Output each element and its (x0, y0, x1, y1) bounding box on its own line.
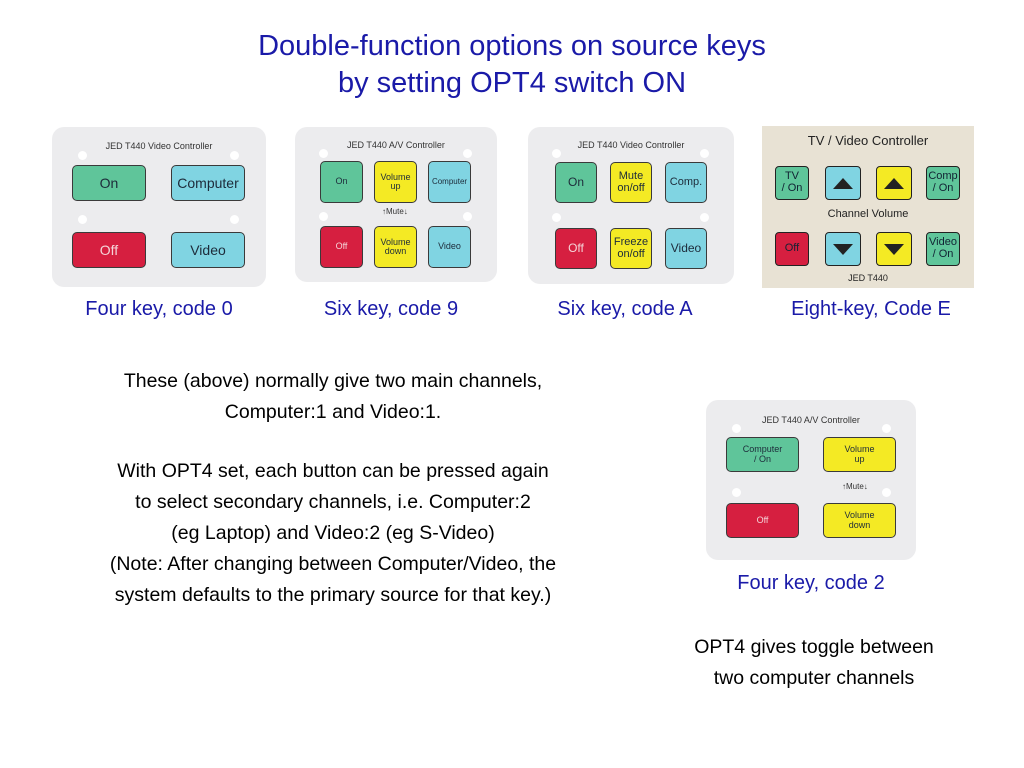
body-line: (Note: After changing between Computer/V… (109, 553, 557, 575)
triangle-down-icon (884, 243, 904, 255)
panel-footer: JED T440 (848, 273, 888, 283)
panel-dot (882, 424, 891, 433)
panel-six-key-code-a: JED T440 Video Controller On Mute on/off… (528, 127, 734, 284)
volume-up-key[interactable]: Volume up (374, 161, 417, 203)
body-line: These (above) normally give two main cha… (123, 370, 543, 392)
video-key[interactable]: Video (665, 228, 707, 269)
comp-key[interactable]: Comp. (665, 162, 707, 203)
on-key[interactable]: On (72, 165, 146, 201)
freeze-on-off-key[interactable]: Freeze on/off (610, 228, 652, 269)
caption-four-key-code-2: Four key, code 2 (737, 572, 885, 594)
slide-title: Double-function options on source keys b… (0, 28, 1024, 102)
off-key[interactable]: Off (775, 232, 809, 266)
mute-text: Mute (846, 482, 864, 491)
panel-dot (732, 488, 741, 497)
caption-six-key-code-a: Six key, code A (557, 298, 693, 320)
panel-dot (463, 212, 472, 221)
caption-four-key-code-0: Four key, code 0 (85, 298, 233, 320)
video-key[interactable]: Video (171, 232, 245, 268)
title-line-1: Double-function options on source keys (258, 30, 766, 62)
arrow-down-icon: ↓ (863, 482, 868, 491)
right-note-line: OPT4 gives toggle between (694, 636, 934, 658)
panel-dot (552, 213, 561, 222)
arrow-up-icon: ↑ (382, 207, 386, 216)
title-line-2: by setting OPT4 switch ON (337, 67, 687, 99)
video-key[interactable]: Video (428, 226, 471, 268)
off-key[interactable]: Off (555, 228, 597, 269)
comp-on-key[interactable]: Comp / On (926, 166, 960, 200)
panel-dot (319, 149, 328, 158)
off-key[interactable]: Off (72, 232, 146, 268)
channel-volume-label: Channel Volume (827, 208, 909, 220)
panel-dot (463, 149, 472, 158)
triangle-up-icon (833, 177, 853, 189)
mute-on-off-key[interactable]: Mute on/off (610, 162, 652, 203)
panel-six-key-code-9: JED T440 A/V Controller On Volume up Com… (295, 127, 497, 282)
on-key[interactable]: On (320, 161, 363, 203)
off-key[interactable]: Off (320, 226, 363, 268)
right-note-line: two computer channels (713, 667, 915, 689)
panel-eight-key-code-e: TV / Video Controller TV / On Comp / On … (762, 126, 974, 288)
channel-up-key[interactable] (825, 166, 861, 200)
on-key[interactable]: On (555, 162, 597, 203)
panel-dot (230, 215, 239, 224)
panel-dot (882, 488, 891, 497)
panel-title: JED T440 Video Controller (577, 140, 685, 150)
volume-up-key[interactable] (876, 166, 912, 200)
body-line: Computer:1 and Video:1. (224, 401, 442, 423)
computer-key[interactable]: Computer (428, 161, 471, 203)
channel-down-key[interactable] (825, 232, 861, 266)
panel-title: TV / Video Controller (807, 133, 929, 148)
panel-dot (732, 424, 741, 433)
triangle-up-icon (884, 177, 904, 189)
off-key[interactable]: Off (726, 503, 799, 538)
body-spacer (28, 428, 638, 456)
body-line: (eg Laptop) and Video:2 (eg S-Video) (171, 522, 495, 544)
panel-dot (78, 215, 87, 224)
mute-label: ↑Mute↓ (842, 482, 868, 491)
panel-dot (552, 149, 561, 158)
panel-dot (230, 151, 239, 160)
panel-title: JED T440 A/V Controller (347, 140, 445, 150)
mute-text: Mute (386, 207, 404, 216)
panel-title: JED T440 A/V Controller (762, 415, 860, 425)
computer-key[interactable]: Computer (171, 165, 245, 201)
right-note: OPT4 gives toggle between two computer c… (640, 632, 988, 694)
panel-dot (78, 151, 87, 160)
panel-dot (319, 212, 328, 221)
panel-four-key-code-2: JED T440 A/V Controller Computer / On Vo… (706, 400, 916, 560)
caption-eight-key-code-e: Eight-key, Code E (791, 298, 951, 320)
panel-four-key-code-0: JED T440 Video Controller On Computer Of… (52, 127, 266, 287)
volume-up-key[interactable]: Volume up (823, 437, 896, 472)
mute-label: ↑Mute↓ (382, 207, 408, 216)
caption-six-key-code-9: Six key, code 9 (323, 298, 459, 320)
body-line: With OPT4 set, each button can be presse… (117, 460, 549, 482)
arrow-down-icon: ↓ (403, 207, 408, 216)
panel-dot (700, 213, 709, 222)
volume-down-key[interactable]: Volume down (823, 503, 896, 538)
body-line: to select secondary channels, i.e. Compu… (135, 491, 531, 513)
body-line: system defaults to the primary source fo… (114, 584, 552, 606)
triangle-down-icon (833, 243, 853, 255)
body-text: These (above) normally give two main cha… (28, 366, 638, 611)
arrow-up-icon: ↑ (842, 482, 846, 491)
panel-dot (700, 149, 709, 158)
computer-on-key[interactable]: Computer / On (726, 437, 799, 472)
volume-down-key[interactable] (876, 232, 912, 266)
tv-on-key[interactable]: TV / On (775, 166, 809, 200)
video-on-key[interactable]: Video / On (926, 232, 960, 266)
volume-down-key[interactable]: Volume down (374, 226, 417, 268)
panel-title: JED T440 Video Controller (105, 141, 213, 151)
